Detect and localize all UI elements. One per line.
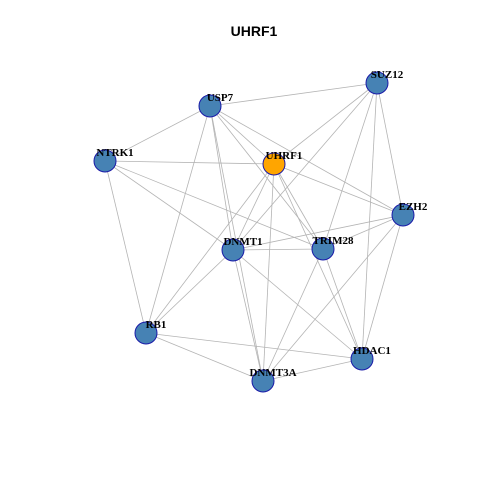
node-hdac1[interactable]	[350, 347, 374, 371]
node-label-uhrf1: UHRF1	[266, 150, 303, 162]
edge-dnmt1-rb1	[145, 249, 234, 334]
edge-suz12-ezh2	[376, 82, 404, 216]
edge-suz12-uhrf1	[273, 82, 378, 165]
edge-ezh2-hdac1	[361, 214, 404, 360]
node-rb1[interactable]	[134, 321, 158, 345]
node-label-trim28: TRIM28	[313, 235, 354, 247]
edge-usp7-uhrf1	[209, 105, 275, 165]
node-layer	[93, 71, 415, 393]
node-trim28[interactable]	[311, 237, 335, 261]
edge-uhrf1-trim28	[273, 163, 324, 250]
edge-usp7-ntrk1	[104, 105, 211, 162]
edge-trim28-hdac1	[322, 248, 363, 360]
edge-ntrk1-uhrf1	[104, 160, 275, 165]
edge-usp7-dnmt1	[209, 105, 234, 251]
edge-uhrf1-ezh2	[273, 163, 404, 216]
edge-rb1-hdac1	[145, 332, 363, 360]
edge-ezh2-dnmt3a	[262, 214, 404, 382]
edge-trim28-dnmt3a	[262, 248, 324, 382]
edge-ezh2-trim28	[322, 214, 404, 250]
edge-uhrf1-hdac1	[273, 163, 363, 360]
node-label-rb1: RB1	[146, 319, 167, 331]
edge-rb1-dnmt3a	[145, 332, 264, 382]
edge-layer	[104, 82, 404, 382]
node-label-dnmt1: DNMT1	[223, 236, 262, 248]
edge-uhrf1-rb1	[145, 163, 275, 334]
edge-uhrf1-dnmt1	[232, 163, 275, 251]
edge-suz12-hdac1	[361, 82, 378, 360]
edge-suz12-trim28	[322, 82, 378, 250]
edge-uhrf1-dnmt3a	[262, 163, 275, 382]
node-suz12[interactable]	[365, 71, 389, 95]
node-ntrk1[interactable]	[93, 149, 117, 173]
edge-usp7-trim28	[209, 105, 324, 250]
node-label-ntrk1: NTRK1	[96, 147, 133, 159]
edge-hdac1-dnmt3a	[262, 358, 363, 382]
edge-ezh2-dnmt1	[232, 214, 404, 251]
diagram-title: UHRF1	[231, 23, 278, 39]
edge-ntrk1-rb1	[104, 160, 147, 334]
edge-ntrk1-dnmt1	[104, 160, 234, 251]
node-dnmt1[interactable]	[221, 238, 245, 262]
edge-usp7-suz12	[209, 82, 378, 107]
node-label-usp7: USP7	[207, 92, 234, 104]
edge-dnmt1-trim28	[232, 248, 324, 251]
edge-usp7-ezh2	[209, 105, 404, 216]
edge-usp7-rb1	[145, 105, 211, 334]
edge-dnmt1-dnmt3a	[232, 249, 264, 382]
node-label-ezh2: EZH2	[399, 201, 428, 213]
node-label-hdac1: HDAC1	[353, 345, 391, 357]
node-uhrf1[interactable]	[262, 152, 286, 176]
node-ezh2[interactable]	[391, 203, 415, 227]
node-label-dnmt3a: DNMT3A	[249, 367, 296, 379]
edge-ntrk1-trim28	[104, 160, 324, 250]
node-label-suz12: SUZ12	[371, 69, 404, 81]
node-dnmt3a[interactable]	[251, 369, 275, 393]
node-usp7[interactable]	[198, 94, 222, 118]
